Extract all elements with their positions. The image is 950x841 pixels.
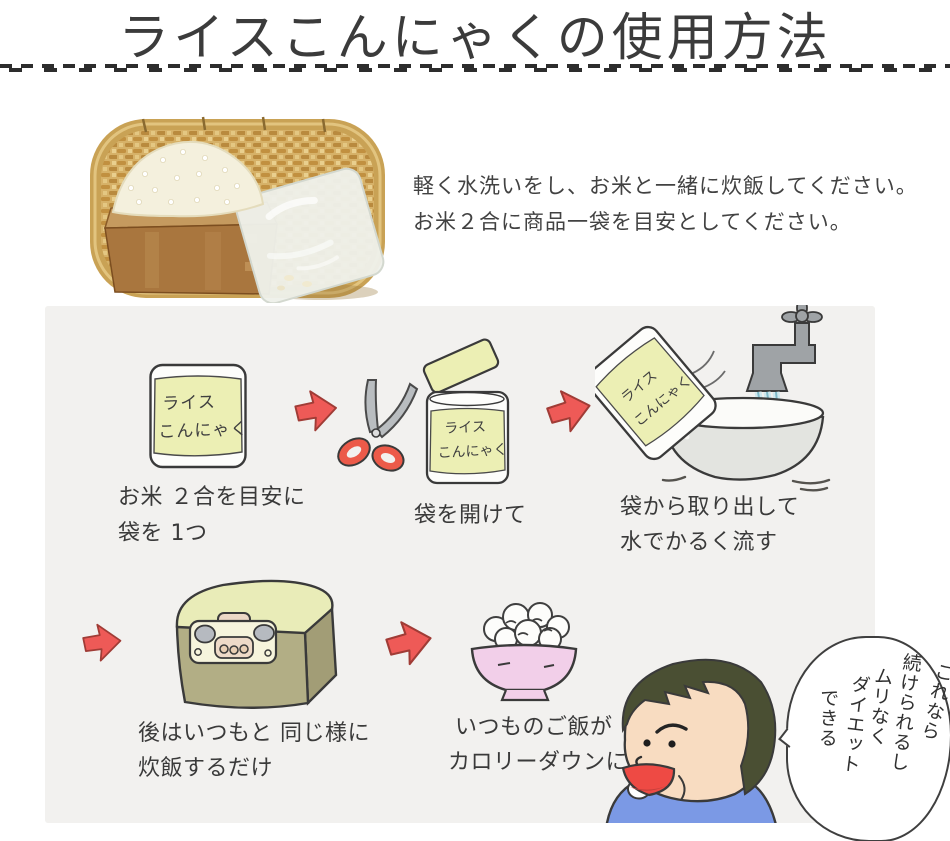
product-photo bbox=[90, 116, 385, 303]
open-package-illustration: ライス こんにゃく bbox=[337, 338, 510, 485]
package-label-line2: こんにゃく bbox=[158, 419, 248, 442]
mouth-shadow bbox=[630, 786, 666, 791]
arrow-right-icon bbox=[82, 623, 122, 662]
package-label-line1: ライス bbox=[444, 419, 486, 437]
left-eye bbox=[643, 739, 651, 747]
package-label-line1: ライス bbox=[162, 392, 216, 414]
man-character bbox=[605, 658, 777, 823]
step4-caption-line2: 炊飯するだけ bbox=[138, 756, 274, 781]
pink-bowl bbox=[470, 643, 578, 702]
arrow-right-icon bbox=[294, 390, 338, 432]
step4-caption-line1: 後はいつもと 同じ様に bbox=[138, 721, 371, 746]
scissors-icon bbox=[337, 379, 419, 472]
rice-bowl-illustration bbox=[470, 602, 578, 702]
bubble-column: できる bbox=[815, 687, 840, 749]
cut-lid-piece bbox=[422, 338, 500, 394]
step1-caption-line2: 袋を 1つ bbox=[118, 521, 208, 546]
intro-line-1: 軽く水洗いをし、お米と一緒に炊飯してください。 bbox=[413, 174, 918, 198]
opened-package: ライス こんにゃく bbox=[425, 390, 510, 485]
package-illustration: ライス こんにゃく bbox=[149, 363, 248, 469]
konnyaku-block bbox=[235, 167, 385, 303]
step1-caption-line1: お米 ２合を目安に bbox=[118, 485, 306, 510]
page-title: ライスこんにゃくの使用方法 bbox=[118, 9, 832, 68]
rice-cooker-illustration bbox=[175, 579, 338, 709]
jaw-line bbox=[678, 775, 686, 801]
arrow-right-icon bbox=[385, 621, 432, 666]
package-label-line2: こんにゃく bbox=[437, 442, 508, 462]
intro-line-2: お米２合に商品一袋を目安としてください。 bbox=[413, 210, 852, 234]
step2-caption: 袋を開けて bbox=[414, 503, 527, 528]
step3-caption-line1: 袋から取り出して bbox=[620, 495, 800, 520]
hair bbox=[621, 658, 777, 796]
step3-caption-line2: 水でかるく流す bbox=[620, 530, 778, 555]
right-eye bbox=[668, 740, 676, 748]
rinse-illustration: ライス こんにゃく bbox=[595, 305, 831, 492]
step5-caption-line1: いつものご飯が bbox=[455, 715, 613, 740]
arrow-right-icon bbox=[546, 390, 591, 433]
rice-pile bbox=[111, 140, 312, 291]
pouring-package: ライス こんにゃく bbox=[595, 325, 717, 461]
speech-bubble-text: これなら 続けられるし ムリなく ダイエット できる bbox=[798, 650, 950, 830]
mouth bbox=[621, 763, 676, 797]
dashed-divider bbox=[0, 64, 950, 73]
eyebrow bbox=[655, 723, 688, 734]
speech-bubble: これなら 続けられるし ムリなく ダイエット できる bbox=[778, 636, 950, 841]
step5-caption-line2: カロリーダウンに bbox=[448, 750, 629, 775]
faucet-icon bbox=[745, 305, 823, 392]
